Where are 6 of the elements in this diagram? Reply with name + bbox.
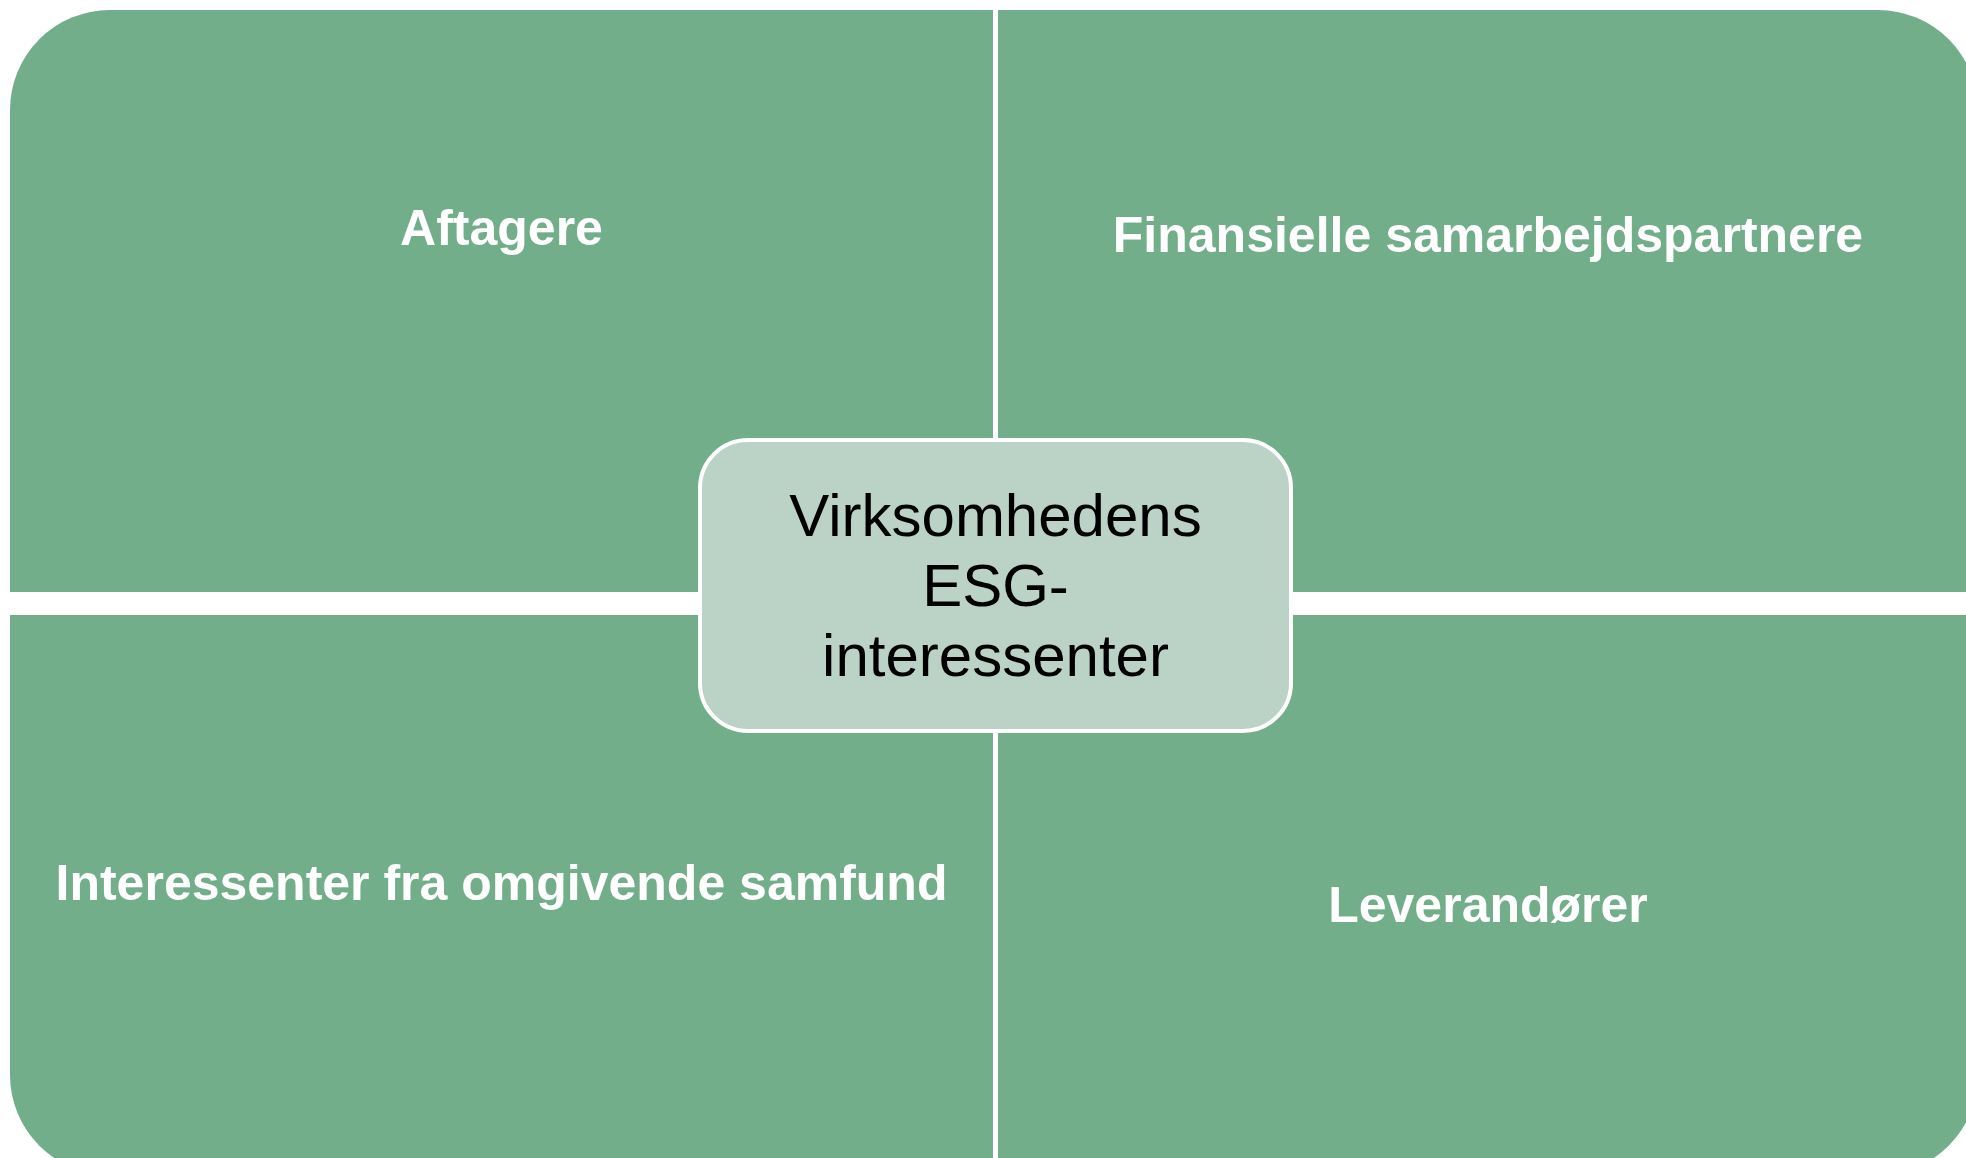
- quadrant-title: Aftagere: [399, 200, 604, 256]
- center-box: [698, 438, 1293, 733]
- quadrant-title: Finansielle samarbejdspartnere: [1111, 207, 1865, 263]
- quadrant-title: Leverandører: [1327, 877, 1649, 933]
- center-title: Virksomhedens ESG-interessenter: [788, 480, 1203, 691]
- quadrant-title: Interessenter fra omgivende samfund: [54, 855, 949, 911]
